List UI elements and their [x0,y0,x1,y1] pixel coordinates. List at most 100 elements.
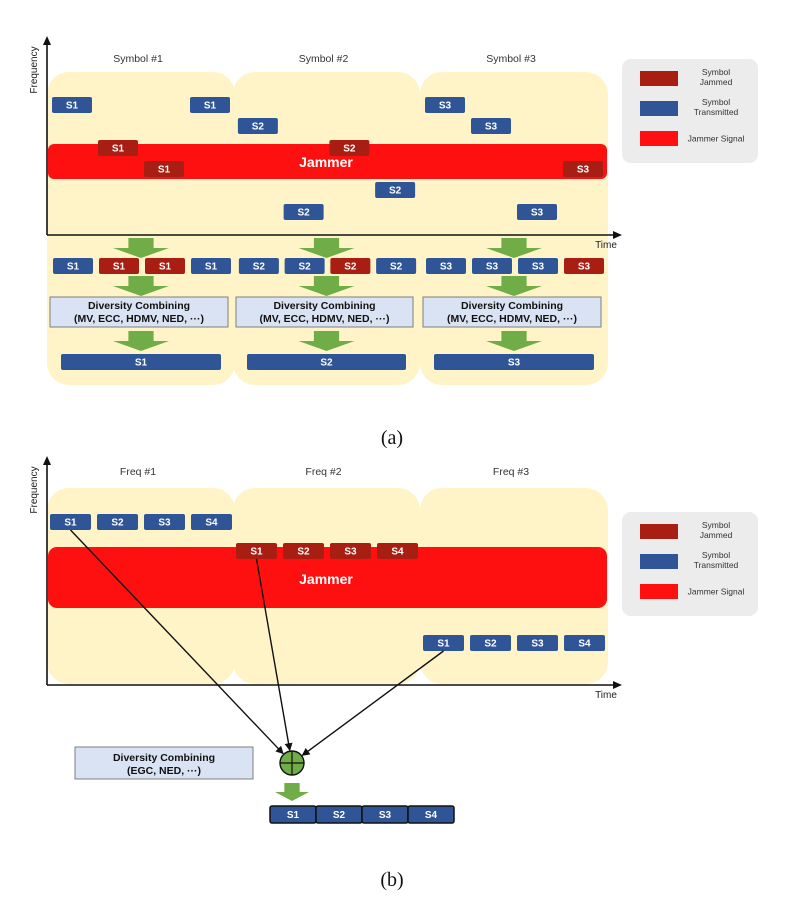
a-col1-recv-3: S1 [145,258,185,274]
a-col3-sym-3: S3 [517,204,557,220]
a-col1-sym-2-box [98,140,138,156]
a-col1-sym-1-box [52,97,92,113]
a-col2-arrow-3 [298,331,355,351]
a-column-title-2: Symbol #2 [299,53,349,65]
a-col2-combining-label: Diversity Combining(MV, ECC, HDMV, NED, … [260,300,390,325]
b-col1-sym-3-box [144,514,185,530]
b-legend-swatch-jammer [640,584,678,599]
a-col1-recv-3-label: S1 [159,262,172,273]
b-col1-sym-1-label: S1 [64,518,77,529]
b-caption: (b) [380,869,403,891]
a-col1-sym-1-label: S1 [66,101,79,112]
a-col1-recv-3-box [145,258,185,274]
a-col3-recv-3: S3 [518,258,558,274]
b-combining-box [74,746,254,780]
b-col1-sym-2: S2 [97,514,138,530]
a-col2-recv-2-label: S2 [299,262,312,273]
a-col1-recv-4: S1 [191,258,231,274]
a-col1-output-box [61,354,221,370]
b-col3-sym-2: S2 [470,635,511,651]
a-col2-sym-3-label: S2 [343,144,356,155]
a-x-axis-label: Time [595,240,617,251]
b-output-1: S1 [269,805,317,824]
a-col1-sym-4-box [190,97,230,113]
b-output-4-box [407,805,455,824]
a-col2-output-box [247,354,406,370]
a-col1-recv-2: S1 [99,258,139,274]
b-col3-sym-3-label: S3 [531,639,544,650]
b-output-2: S2 [315,805,363,824]
b-output-4: S4 [407,805,455,824]
b-col1-sym-4: S4 [191,514,232,530]
a-col1-recv-1-box [53,258,93,274]
a-col2-recv-1-label: S2 [253,262,266,273]
b-column-title-1: Freq #1 [120,466,156,478]
a-col3-arrow-1 [486,238,542,258]
b-y-axis-arrow [43,456,51,465]
a-y-axis-label: Frequency [29,46,40,93]
b-x-axis-label: Time [595,690,617,701]
b-legend-swatch-transmitted [640,554,678,569]
b-col1-sym-3-label: S3 [158,518,171,529]
a-col3-recv-3-label: S3 [532,262,545,273]
b-col1-sym-2-label: S2 [111,518,124,529]
a-col1-sym-4-label: S1 [204,101,217,112]
a-col3-sym-1-label: S3 [439,101,452,112]
a-col2-recv-1: S2 [238,258,279,274]
b-link-arrow-1 [69,529,284,755]
b-col2-sym-3: S3 [330,543,371,559]
a-col1-recv-4-box [191,258,231,274]
a-col2-arrow-2 [298,276,355,296]
a-col3-sym-3-label: S3 [531,208,544,219]
a-col3-sym-2-label: S3 [485,122,498,133]
a-col2-output: S2 [247,354,406,370]
b-col2-sym-1: S1 [236,543,277,559]
a-col3-sym-1: S3 [425,97,465,113]
b-link-arrow-2 [255,558,293,752]
b-col2-sym-4-box [377,543,418,559]
a-col2-recv-4-label: S2 [390,262,403,273]
a-jammer-label: Jammer [299,154,353,170]
b-output-3-label: S3 [379,810,392,821]
b-col3-sym-2-label: S2 [484,639,497,650]
b-col3-sym-4-box [564,635,605,651]
b-column-title-3: Freq #3 [493,466,529,478]
a-col1-sym-3-label: S1 [158,165,171,176]
b-col1-sym-4-box [191,514,232,530]
a-col2-recv-2-box [284,258,325,274]
a-legend-label-jammer: Jammer Signal [688,134,745,144]
a-col1-output: S1 [61,354,221,370]
b-legend-swatch-jammed [640,524,678,539]
a-col2-recv-1-box [238,258,279,274]
a-col2-recv-3: S2 [330,258,371,274]
b-output-2-label: S2 [333,810,346,821]
a-col2-sym-3: S2 [329,140,370,156]
a-col3-sym-4-label: S3 [577,165,590,176]
a-col1-arrow-1 [113,238,169,258]
a-col2-sym-3-box [329,140,370,156]
a-col2-combining-box [235,296,414,328]
b-col1-sym-3: S3 [144,514,185,530]
b-link-arrow-3 [301,650,444,756]
a-col3-sym-3-box [517,204,557,220]
a-caption: (a) [381,427,403,449]
b-column-title-2: Freq #2 [305,466,341,478]
a-col2-sym-1: S2 [237,118,278,134]
b-col3-sym-1-label: S1 [437,639,450,650]
a-col2-recv-3-box [330,258,371,274]
a-col1-recv-1-label: S1 [67,262,80,273]
a-legend-swatch-jammer [640,131,678,146]
a-col3-recv-1-box [426,258,466,274]
a-col2-output-label: S2 [320,358,333,369]
a-col1-sym-2-label: S1 [112,144,125,155]
a-col1-sym-3-box [144,161,184,177]
b-col2-sym-3-box [330,543,371,559]
a-col2-sym-4-box [375,182,416,198]
b-output-4-label: S4 [425,810,438,821]
a-col3-combining-label: Diversity Combining(MV, ECC, HDMV, NED, … [447,300,577,325]
